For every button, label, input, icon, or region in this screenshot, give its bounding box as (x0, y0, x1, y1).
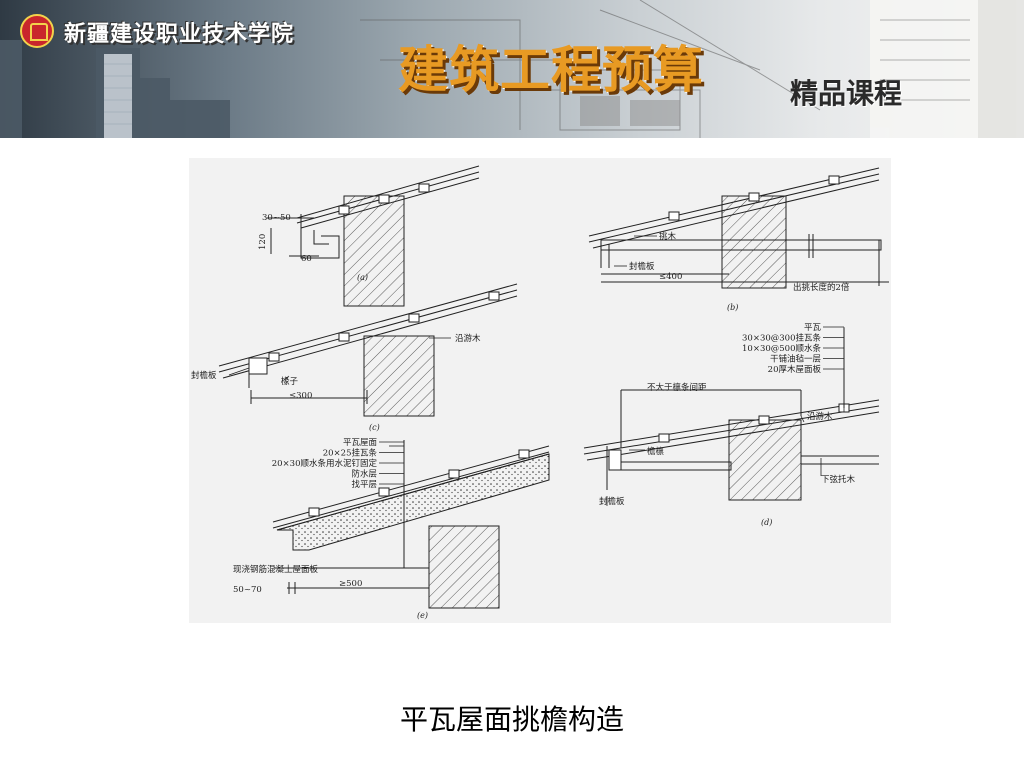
d-sub-label: (d) (761, 518, 772, 527)
header-banner: 新疆建设职业技术学院 建筑工程预算 精品课程 (0, 0, 1024, 138)
detail-d (583, 328, 880, 501)
detail-e (272, 440, 550, 609)
d-layer-label: 10×30@500顺水条 (742, 343, 821, 354)
e-label-slab: 现浇钢筋混凝土屋面板 (233, 564, 319, 575)
school-logo-icon (20, 14, 54, 48)
c-sub-label: (c) (369, 423, 380, 432)
e-layer-label: 20×25挂瓦条 (323, 448, 378, 459)
d-label-board: 封檐板 (599, 496, 625, 507)
d-layer-label: 干铺油毡一层 (770, 354, 821, 365)
eave-construction-figure: 30~50 120 60 (a) 挑木 封檐板 ≤400 出挑长度的2倍 (b)… (189, 158, 891, 623)
b-label-beam: 挑木 (659, 231, 677, 242)
detail-b (588, 167, 889, 289)
b-dim: ≤400 (659, 272, 682, 282)
a-dim-top: 30~50 (262, 213, 291, 223)
figure-caption: 平瓦屋面挑檐构造 (399, 703, 624, 736)
e-layer-label: 防水层 (351, 469, 377, 480)
c-label-rafter: 椽子 (281, 376, 299, 387)
d-label-chord: 下弦托木 (821, 474, 856, 485)
d-layer-label: 20厚木屋面板 (768, 364, 822, 375)
e-dim-right: ≥500 (339, 579, 362, 589)
a-dim-bottom: 60 (301, 254, 312, 264)
detail-a (267, 165, 480, 307)
b-sub-label: (b) (727, 303, 738, 312)
e-sub-label: (e) (417, 611, 428, 620)
d-span-note: 不大于檩条间距 (647, 382, 707, 393)
e-layer-label: 平瓦屋面 (343, 438, 378, 448)
quality-tag: 精品课程 (790, 77, 903, 110)
d-layer-label: 30×30@300挂瓦条 (742, 333, 821, 344)
d-label-eave: 檐檩 (647, 446, 665, 457)
b-label-board: 封檐板 (629, 261, 655, 272)
course-title: 建筑工程预算 (398, 41, 704, 99)
a-sub-label: (a) (357, 273, 368, 282)
e-layer-label: 找平层 (351, 479, 377, 490)
c-label-board: 封檐板 (191, 370, 217, 381)
c-dim: ≤300 (289, 391, 312, 401)
b-note: 出挑长度的2倍 (793, 282, 850, 293)
c-label-purlin: 沿游木 (455, 333, 481, 344)
detail-c (218, 283, 518, 417)
banner-background (0, 0, 1024, 138)
e-layer-label: 20×30顺水条用水泥钉固定 (272, 458, 378, 469)
a-dim-side: 120 (258, 234, 268, 250)
d-label-purlin: 沿游木 (807, 411, 833, 422)
school-name: 新疆建设职业技术学院 (64, 22, 295, 47)
d-layer-label: 平瓦 (804, 323, 822, 333)
e-dim-left: 50~70 (233, 585, 262, 595)
